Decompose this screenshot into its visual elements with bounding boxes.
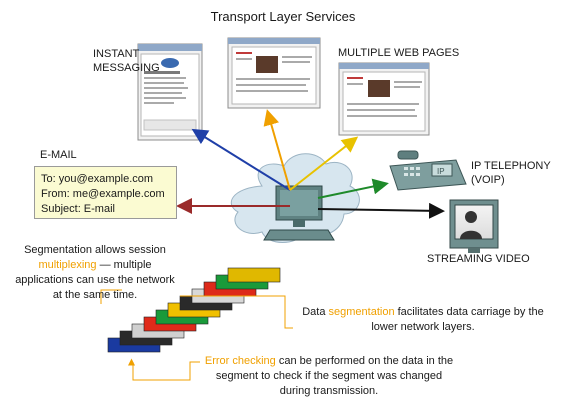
- error-checking-note-line1: Error checking can be performed on the d…: [198, 354, 460, 369]
- multiplexing-bracket: [100, 289, 122, 304]
- data-segment: [227, 267, 281, 283]
- error-checking-note-post: can be performed on the data in the: [275, 355, 454, 367]
- segment-stack: [107, 267, 281, 353]
- email-subject: Subject: E-mail: [41, 203, 115, 215]
- segmentation-note-line1: Data segmentation facilitates data carri…: [293, 305, 553, 320]
- error-checking-note-line2: segment to check if the segment was chan…: [215, 370, 443, 382]
- multiple-web-pages-label: MULTIPLE WEB PAGES: [338, 47, 460, 59]
- error-checking-note: Error checking can be performed on the d…: [198, 354, 460, 399]
- ip-telephony-label-line2: (VOIP): [471, 174, 505, 186]
- error-checking-bracket: [128, 358, 200, 381]
- arrow-to-ip-telephony: [317, 178, 389, 199]
- arrow-to-streaming-video: [317, 202, 445, 219]
- instant-messaging-label-line1: INSTANT: [93, 48, 140, 60]
- email-label: E-MAIL: [40, 149, 77, 161]
- arrow-to-instant-messaging: [191, 128, 291, 191]
- multiplexing-note-line4: at the same time.: [52, 289, 138, 301]
- arrow-to-web-page-center: [263, 109, 291, 191]
- instant-messaging-label: INSTANT MESSAGING: [93, 47, 160, 75]
- multiplexing-note: Segmentation allows session multiplexing…: [10, 243, 180, 303]
- instant-messaging-window: [137, 43, 203, 141]
- phone-screen-text: IP: [437, 167, 445, 176]
- multiplexing-note-line1: Segmentation allows session: [24, 244, 166, 256]
- ip-phone-icon: IP: [389, 150, 467, 191]
- segmentation-note: Data segmentation facilitates data carri…: [293, 305, 553, 335]
- multiplexing-note-line2: multiplexing — multiple: [10, 258, 180, 273]
- segmentation-note-line2: lower network layers.: [371, 321, 475, 333]
- segmentation-highlight: segmentation: [328, 306, 395, 318]
- computer-icon: [263, 185, 335, 241]
- web-page-window-right: [338, 62, 430, 136]
- email-from: From: me@example.com: [41, 188, 165, 200]
- segmentation-note-post: facilitates data carriage by the: [394, 306, 544, 318]
- error-checking-highlight: Error checking: [204, 355, 276, 367]
- instant-messaging-label-line2: MESSAGING: [93, 62, 160, 74]
- error-checking-note-line3: during transmission.: [279, 385, 379, 397]
- web-page-window-center: [227, 37, 321, 109]
- ip-telephony-label: IP TELEPHONY (VOIP): [471, 159, 551, 187]
- email-box: To: you@example.com From: me@example.com…: [34, 166, 177, 219]
- multiplexing-note-post: — multiple: [96, 259, 152, 271]
- arrow-to-web-page-right: [289, 136, 359, 191]
- multiplexing-highlight: multiplexing: [38, 259, 97, 271]
- segmentation-note-pre: Data: [302, 306, 329, 318]
- email-to: To: you@example.com: [41, 173, 154, 185]
- segmentation-bracket: [180, 295, 293, 329]
- ip-telephony-label-line1: IP TELEPHONY: [471, 160, 551, 172]
- multiplexing-note-line3: applications can use the network: [15, 274, 175, 286]
- page-title: Transport Layer Services: [210, 9, 356, 24]
- streaming-video-label: STREAMING VIDEO: [427, 253, 530, 265]
- video-monitor-icon: [449, 199, 499, 253]
